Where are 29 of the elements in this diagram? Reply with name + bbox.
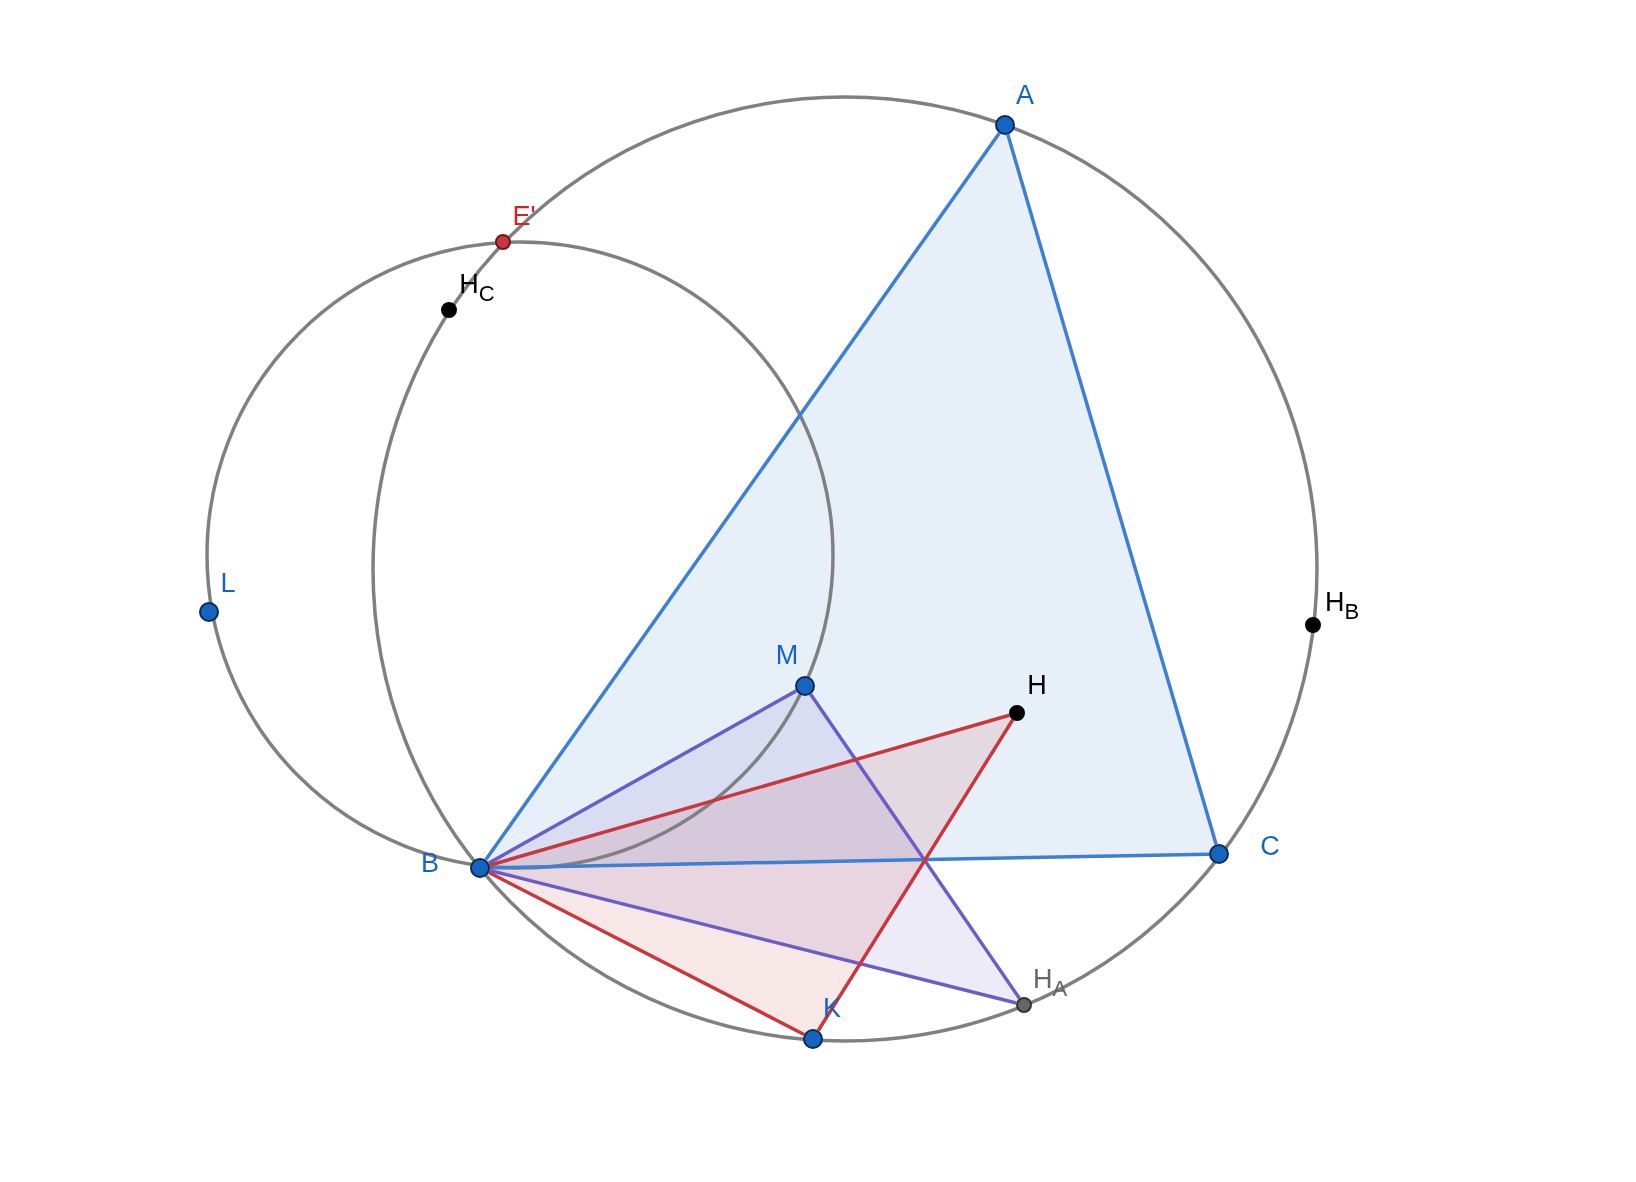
point (995, 115, 1015, 135)
point-label: L (220, 569, 236, 597)
point (1209, 844, 1229, 864)
point-label: A (1016, 81, 1034, 109)
line-segment (489, 713, 1010, 867)
point (803, 1029, 823, 1049)
point (495, 234, 511, 250)
point-label: M (775, 641, 799, 669)
point (199, 602, 219, 622)
point (1009, 705, 1025, 721)
point (470, 858, 490, 878)
point (441, 302, 457, 318)
line-segment (489, 852, 1210, 870)
point-label: C (1260, 832, 1280, 860)
point-label: H$_{B}$ (1324, 589, 1360, 623)
line-segment (809, 693, 1021, 1000)
point (1016, 997, 1032, 1013)
line-segment (488, 871, 805, 1036)
point-label: H$_{C}$ (459, 271, 495, 305)
line-segment (484, 132, 1001, 861)
line-segment (1006, 134, 1218, 845)
point (795, 676, 815, 696)
point (1305, 617, 1321, 633)
point-label: E' (512, 202, 536, 230)
point-label: B (421, 849, 439, 877)
line-segment (816, 718, 1015, 1032)
line-segment (489, 868, 1017, 1005)
line-segment (487, 689, 798, 865)
point-label: H (1027, 671, 1047, 699)
